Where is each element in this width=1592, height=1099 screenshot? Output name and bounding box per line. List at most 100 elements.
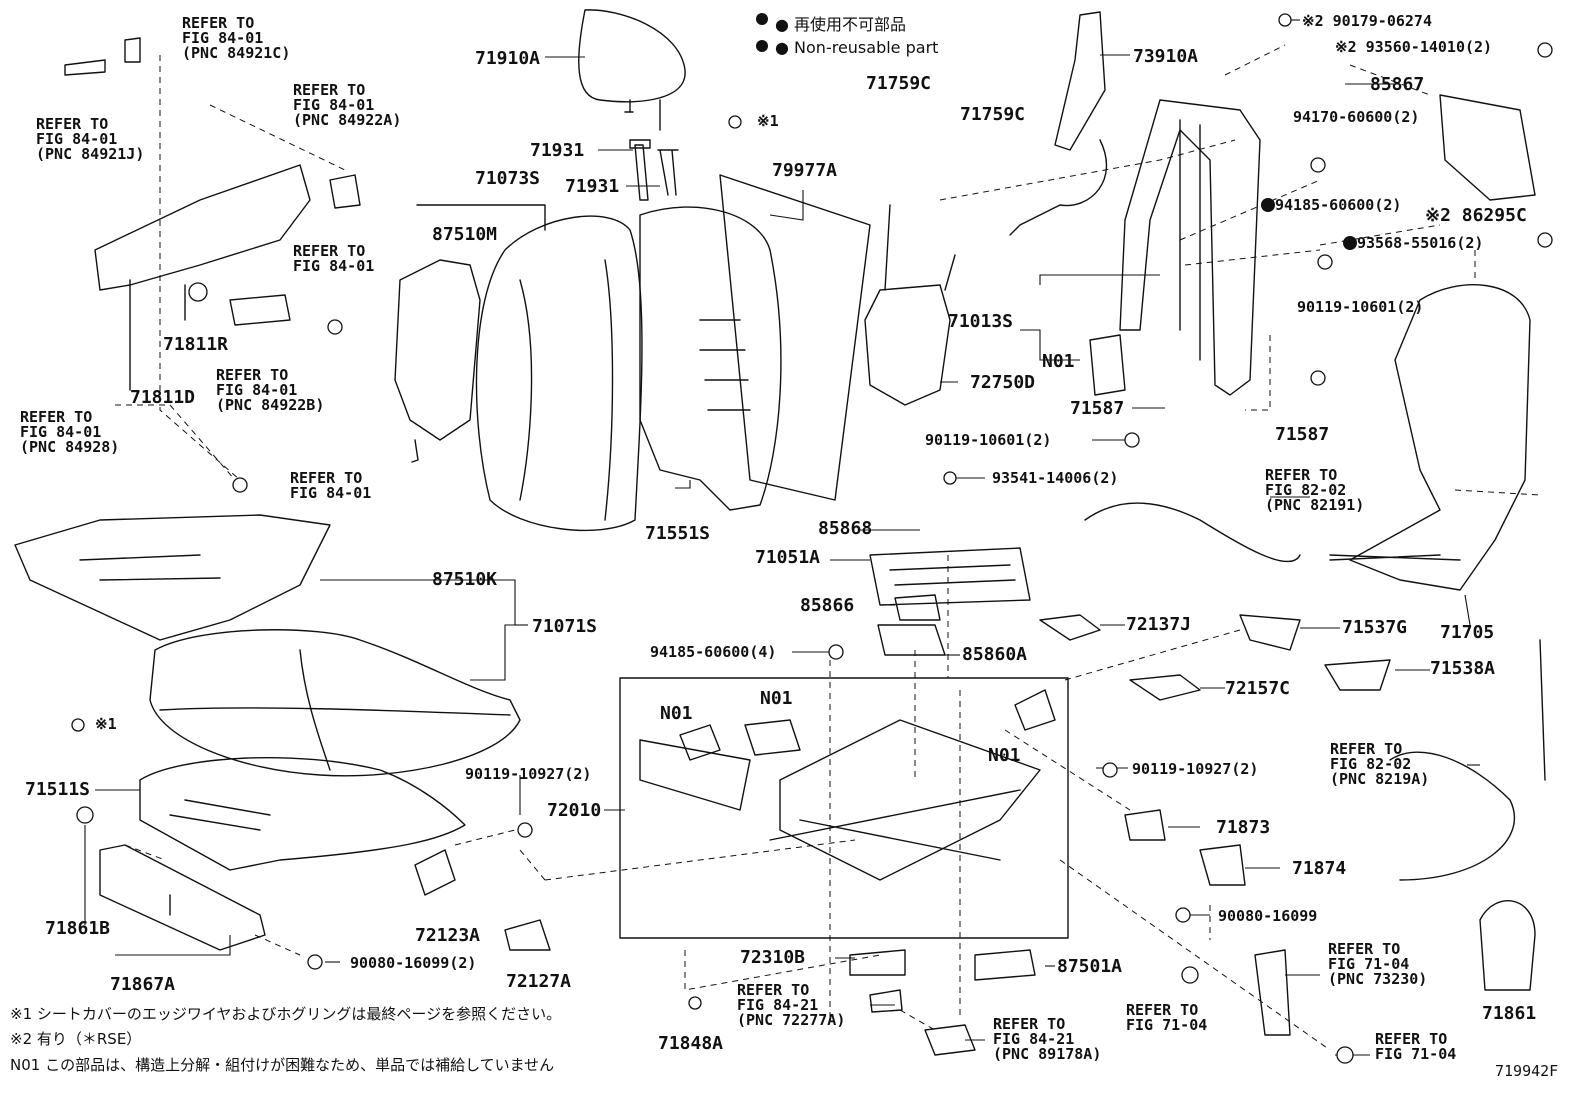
part-71587-b[interactable]: 71587 [1275,424,1330,445]
part-71551S[interactable]: 71551S [645,523,711,544]
part-90080-16099-2[interactable]: 90080-16099(2) [350,954,477,972]
part-71705[interactable]: 71705 [1440,622,1495,643]
ref-84921J[interactable]: REFER TO FIG 84-01 (PNC 84921J) [36,115,145,163]
part-71861[interactable]: 71861 [1482,1003,1537,1024]
part-94185-60600-2[interactable]: 94185-60600(2) [1275,196,1402,214]
part-71073S[interactable]: 71073S [475,168,541,189]
ref-84921C[interactable]: REFER TO FIG 84-01 (PNC 84921C) [182,14,291,62]
part-N01-mid[interactable]: N01 [760,688,793,709]
fastener-bolt-ref [327,319,343,335]
part-72157C[interactable]: 72157C [1225,678,1291,699]
part-71867A[interactable]: 71867A [110,974,176,995]
ref-84922A[interactable]: REFER TO FIG 84-01 (PNC 84922A) [293,81,402,129]
part-72137J[interactable]: 72137J [1126,614,1192,635]
part-71538A[interactable]: 71538A [1430,658,1496,679]
part-72010[interactable]: 72010 [547,800,602,821]
part-71759C-a[interactable]: 71759C [866,73,932,94]
part-N01-top[interactable]: N01 [1042,351,1075,372]
bracket-89178A [924,1024,976,1056]
part-N01-left[interactable]: N01 [660,703,693,724]
part-71874[interactable]: 71874 [1292,858,1347,879]
ref-84928[interactable]: REFER TO FIG 84-01 (PNC 84928) [20,408,120,456]
part-93541-14006[interactable]: 93541-14006(2) [992,469,1119,487]
bracket-72310B [849,949,906,976]
part-87510K[interactable]: 87510K [432,569,498,590]
harness-8219A-line [1539,639,1546,781]
top-cushion-shape [1054,11,1106,151]
part-85860A[interactable]: 85860A [962,644,1028,665]
part-87501A[interactable]: 87501A [1057,956,1123,977]
trim-cover-72157C [1129,674,1201,701]
part-93568-55016[interactable]: 93568-55016(2) [1357,234,1484,252]
part-71587-a[interactable]: 71587 [1070,398,1125,419]
part-71931-a[interactable]: 71931 [530,140,585,161]
cushion-mat-shape [14,514,331,641]
ref-84922B[interactable]: REFER TO FIG 84-01 (PNC 84922B) [216,366,325,414]
knob-71861 [1479,900,1536,991]
clip-x1a [728,115,742,129]
part-86295C[interactable]: ※2 86295C [1425,205,1527,226]
part-71013S[interactable]: 71013S [948,311,1014,332]
seat-track-shape [639,719,1041,881]
trim-cover-71538A [1324,659,1391,691]
part-71811R[interactable]: 71811R [163,334,229,355]
fastener-90119c [517,822,533,838]
part-93560-14010[interactable]: ※2 93560-14010(2) [1335,38,1493,56]
ref-82191[interactable]: REFER TO FIG 82-02 (PNC 82191) [1265,466,1365,514]
ref-73230[interactable]: REFER TO FIG 71-04 (PNC 73230) [1328,940,1428,988]
part-85868[interactable]: 85868 [818,518,873,539]
part-N01-right[interactable]: N01 [988,745,1021,766]
part-71537G[interactable]: 71537G [1342,617,1408,638]
ref-8219A[interactable]: REFER TO FIG 82-02 (PNC 8219A) [1330,740,1430,788]
part-71931-b[interactable]: 71931 [565,176,620,197]
fastener-nut-71811R [188,282,208,302]
part-71511S[interactable]: 71511S [25,779,91,800]
ref-72277A[interactable]: REFER TO FIG 84-21 (PNC 72277A) [737,981,846,1029]
part-87510M[interactable]: 87510M [432,224,498,245]
part-71910A[interactable]: 71910A [475,48,541,69]
part-79977A[interactable]: 79977A [772,160,838,181]
part-90179-06274[interactable]: ※2 90179-06274 [1302,12,1432,30]
cushion-foam-shape [139,756,466,871]
fastener-93541 [943,471,957,485]
part-85866[interactable]: 85866 [800,595,855,616]
back-panel-shape [1439,94,1536,201]
nonreusable-dot-94185 [1261,198,1275,212]
note-mark-x1-top: ※1 [757,112,779,130]
part-72123A[interactable]: 72123A [415,925,481,946]
part-71071S[interactable]: 71071S [532,616,598,637]
headrest-guide-shape [629,139,651,201]
part-71759C-b[interactable]: 71759C [960,104,1026,125]
ref-89178A[interactable]: REFER TO FIG 84-21 (PNC 89178A) [993,1015,1102,1063]
part-90119-10927-b[interactable]: 90119-10927(2) [1132,760,1259,778]
part-72750D[interactable]: 72750D [970,372,1036,393]
fastener-90080b [307,954,323,970]
part-71811D[interactable]: 71811D [130,387,196,408]
part-90080-16099[interactable]: 90080-16099 [1218,907,1318,925]
ref-84-01-a[interactable]: REFER TO FIG 84-01 [293,242,375,275]
ref-71-04-a[interactable]: REFER TO FIG 71-04 [1126,1001,1208,1034]
part-71861B[interactable]: 71861B [45,918,111,939]
part-73910A[interactable]: 73910A [1133,46,1199,67]
legend-en: ● Non-reusable part [775,38,939,57]
part-90119-10927-a[interactable]: 90119-10927(2) [465,765,592,783]
buckle-73230 [1254,949,1291,1036]
part-72310B[interactable]: 72310B [740,947,806,968]
part-85867[interactable]: 85867 [1370,74,1425,95]
fastener-90119d [1102,762,1118,778]
part-71051A[interactable]: 71051A [755,547,821,568]
part-72127A[interactable]: 72127A [506,971,572,992]
part-90119-10601-b[interactable]: 90119-10601(2) [925,431,1052,449]
part-90119-10601-a[interactable]: 90119-10601(2) [1297,298,1424,316]
bracket-71873 [1124,809,1166,841]
figure-id: 719942F [1495,1062,1559,1080]
ref-84-01-b[interactable]: REFER TO FIG 84-01 [290,469,372,502]
part-71848A[interactable]: 71848A [658,1033,724,1054]
ref-71-04-b[interactable]: REFER TO FIG 71-04 [1375,1030,1457,1063]
part-94170-60600[interactable]: 94170-60600(2) [1293,108,1420,126]
fastener-90179 [1278,13,1292,27]
part-94185-60600-4[interactable]: 94185-60600(4) [650,643,777,661]
part-71873[interactable]: 71873 [1216,817,1271,838]
trim-cover-71537G [1239,614,1301,651]
